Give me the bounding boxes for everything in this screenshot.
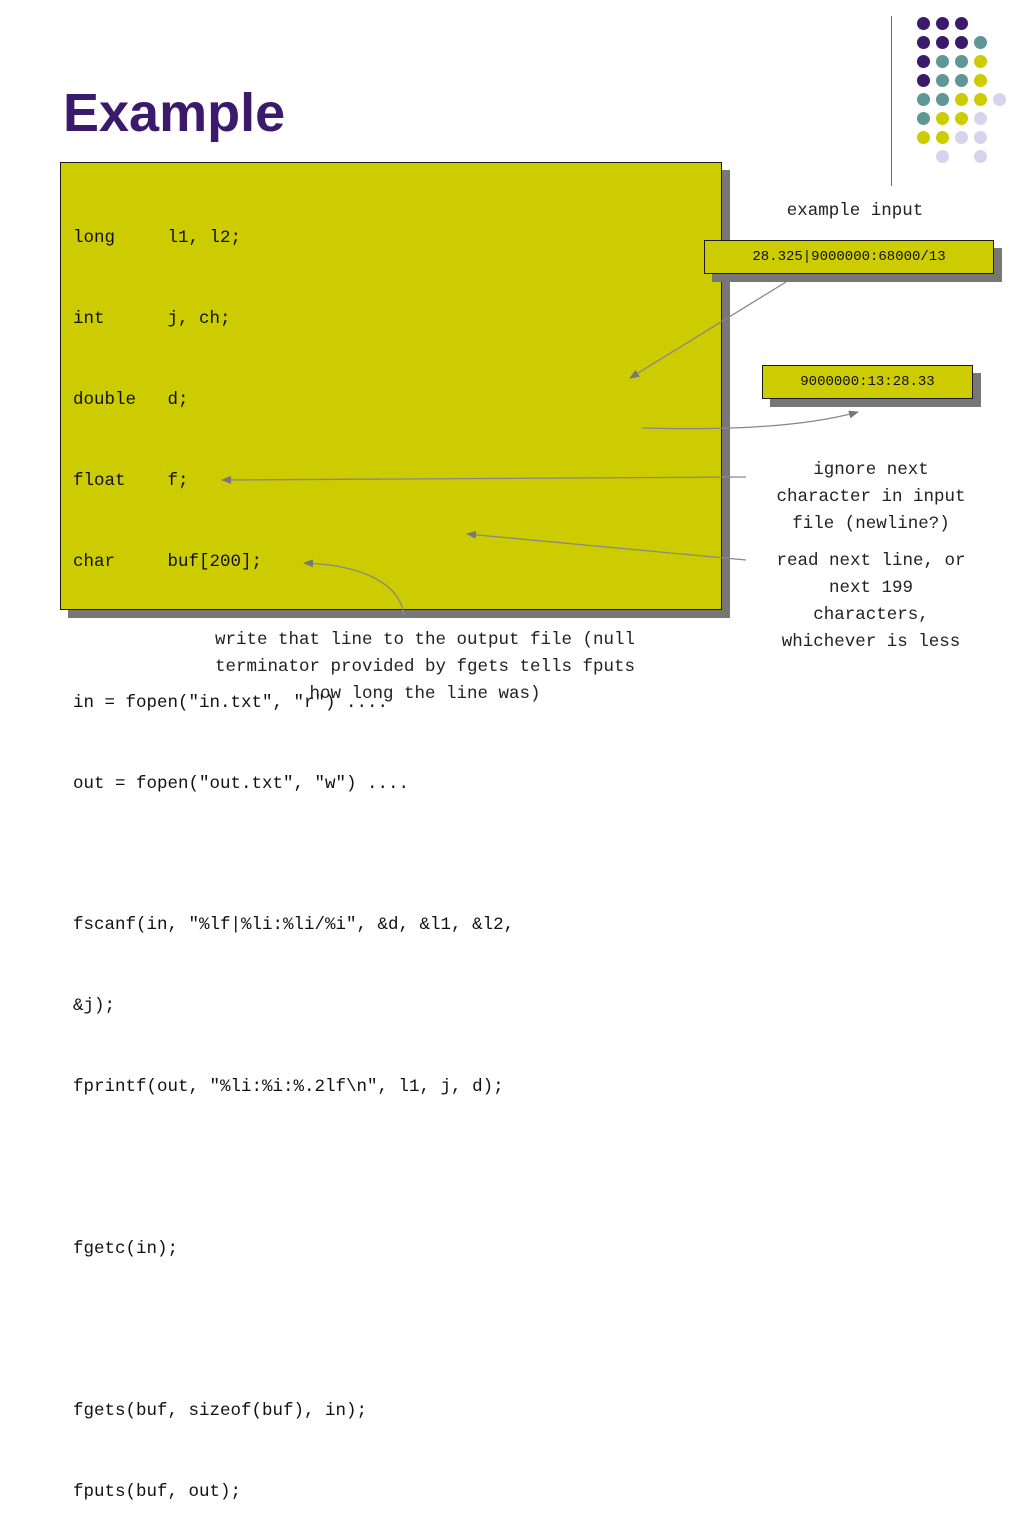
example-output-box: 9000000:13:28.33 bbox=[762, 365, 973, 399]
decorative-dot bbox=[974, 131, 987, 144]
decorative-dot bbox=[974, 55, 987, 68]
decorative-dot bbox=[955, 74, 968, 87]
arrow-ignore-to-fgetc bbox=[221, 475, 747, 484]
decorative-dot bbox=[974, 112, 987, 125]
code-line-decl-float: float f; bbox=[73, 471, 189, 491]
arrow-fprintf-to-output bbox=[641, 410, 859, 430]
code-line-decl-char: char buf[200]; bbox=[73, 552, 263, 572]
decorative-dot bbox=[936, 93, 949, 106]
decorative-dot bbox=[917, 36, 930, 49]
decorative-dot bbox=[917, 112, 930, 125]
code-line-fputs: fputs(buf, out); bbox=[73, 1482, 242, 1502]
example-input-box: 28.325|9000000:68000/13 bbox=[704, 240, 994, 274]
code-line-decl-double: double d; bbox=[73, 390, 189, 410]
annotation-arrows bbox=[221, 281, 859, 616]
arrow-write-to-fputs bbox=[303, 559, 405, 616]
arrow-input-to-fscanf bbox=[629, 281, 787, 379]
code-line-decl-int: int j, ch; bbox=[73, 309, 231, 329]
decorative-dot bbox=[993, 93, 1006, 106]
write-line-note: write that line to the output file (null… bbox=[214, 630, 636, 704]
ignore-next-note: ignore next character in input file (new… bbox=[776, 460, 966, 534]
decorative-dot bbox=[974, 150, 987, 163]
vertical-divider bbox=[891, 16, 892, 186]
code-line-fprintf: fprintf(out, "%li:%i:%.2lf\n", l1, j, d)… bbox=[73, 1077, 504, 1097]
code-line-fscanf-1: fscanf(in, "%lf|%li:%li/%i", &d, &l1, &l… bbox=[73, 915, 515, 935]
decorative-dot bbox=[974, 93, 987, 106]
decorative-dot bbox=[955, 17, 968, 30]
code-line-fgetc: fgetc(in); bbox=[73, 1239, 179, 1259]
code-line-fscanf-2: &j); bbox=[73, 996, 116, 1016]
read-next-line-note: read next line, or next 199 characters, … bbox=[776, 551, 966, 652]
decorative-dot bbox=[936, 112, 949, 125]
decorative-dot bbox=[917, 131, 930, 144]
decorative-dot bbox=[974, 74, 987, 87]
decorative-dot bbox=[917, 17, 930, 30]
decorative-dot bbox=[936, 55, 949, 68]
code-line-decl-long: long l1, l2; bbox=[73, 228, 242, 248]
decorative-dot bbox=[955, 112, 968, 125]
example-input-label: example input bbox=[786, 201, 924, 221]
decorative-dot bbox=[974, 36, 987, 49]
decorative-dot bbox=[955, 93, 968, 106]
decorative-dot bbox=[936, 17, 949, 30]
decorative-dot bbox=[936, 74, 949, 87]
decorative-dot bbox=[917, 55, 930, 68]
decorative-dot bbox=[917, 93, 930, 106]
arrow-read-to-fgets bbox=[466, 530, 747, 561]
decorative-dot bbox=[936, 36, 949, 49]
code-line-fgets: fgets(buf, sizeof(buf), in); bbox=[73, 1401, 368, 1421]
decorative-dot bbox=[955, 55, 968, 68]
decorative-dot bbox=[955, 131, 968, 144]
decorative-dot bbox=[936, 131, 949, 144]
decorative-dot bbox=[917, 74, 930, 87]
decorative-dot bbox=[955, 36, 968, 49]
slide-title: Example bbox=[63, 83, 286, 143]
code-line-fopen-out: out = fopen("out.txt", "w") .... bbox=[73, 774, 410, 794]
decorative-dot bbox=[936, 150, 949, 163]
code-line-fopen-in: in = fopen("in.txt", "r") .... bbox=[73, 693, 389, 713]
